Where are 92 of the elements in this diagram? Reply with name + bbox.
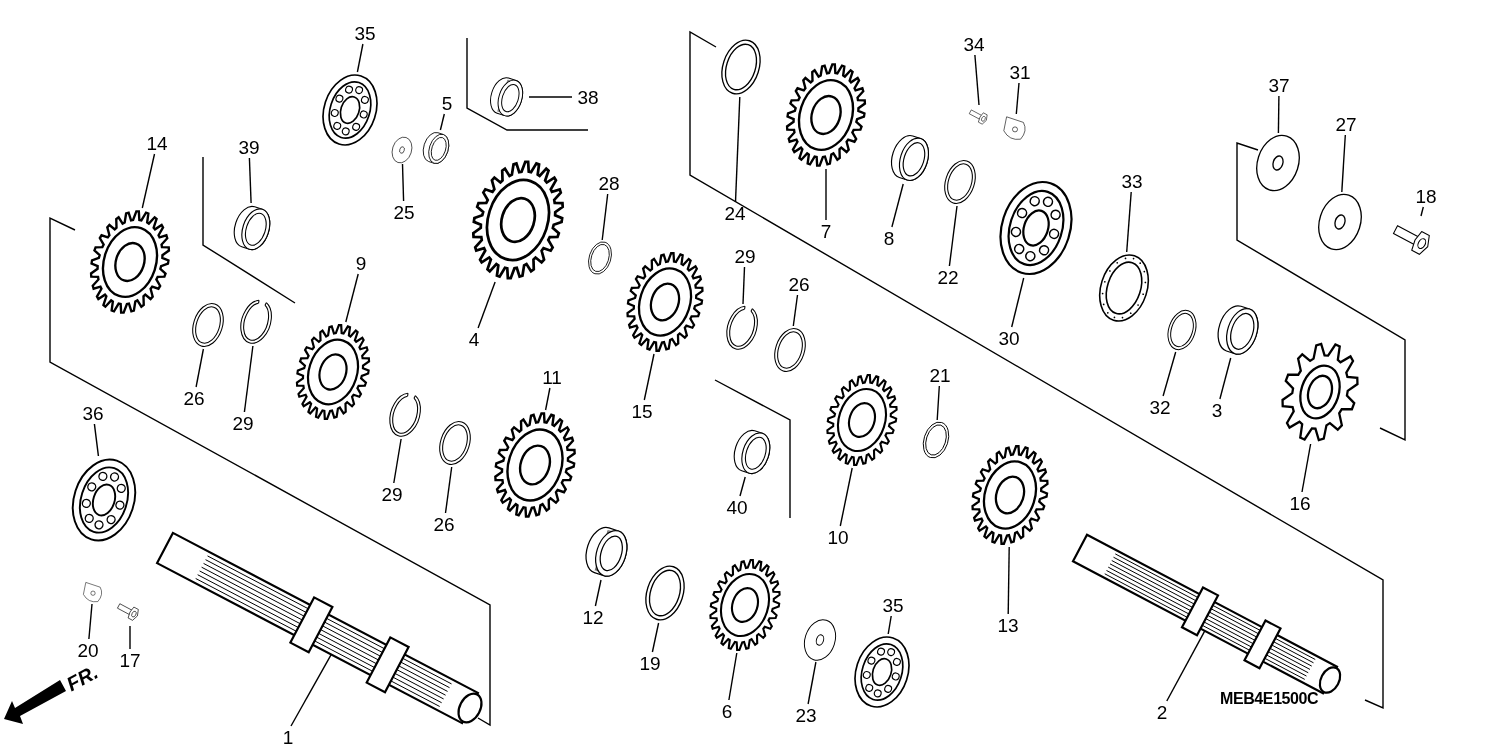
- leader-line: [948, 205, 958, 267]
- callout-number: 15: [626, 400, 658, 422]
- leader-line: [651, 622, 660, 653]
- callout-number: 23: [790, 704, 822, 726]
- callout-number: 20: [72, 639, 104, 661]
- callout-number: 16: [1284, 492, 1316, 514]
- leader-line: [887, 615, 892, 635]
- leader-line: [477, 281, 496, 329]
- callout-number: 36: [77, 402, 109, 424]
- callout-number: 35: [349, 22, 381, 44]
- leader-line: [528, 96, 573, 98]
- callout-number: 8: [879, 227, 899, 249]
- callout-number: 19: [634, 652, 666, 674]
- callout-number: 32: [1144, 396, 1176, 418]
- leader-line: [1162, 351, 1177, 397]
- leader-line: [742, 266, 746, 305]
- leader-line: [439, 113, 445, 131]
- callout-number: 3: [1207, 399, 1227, 421]
- callout-number: 11: [536, 366, 568, 388]
- leader-line: [1420, 206, 1424, 217]
- callout-number: 18: [1410, 185, 1442, 207]
- callout-number: 6: [717, 700, 737, 722]
- leader-line: [643, 353, 655, 401]
- callout-number: 27: [1330, 113, 1362, 135]
- callout-number: 9: [351, 252, 371, 274]
- callout-number: 25: [388, 201, 420, 223]
- callout-number: 13: [992, 614, 1024, 636]
- callout-number: 39: [233, 136, 265, 158]
- callout-number: 29: [376, 483, 408, 505]
- leader-line: [1301, 443, 1312, 493]
- callout-number: 12: [577, 606, 609, 628]
- callout-number: 33: [1116, 170, 1148, 192]
- callout-number: 22: [932, 266, 964, 288]
- leader-line: [141, 153, 156, 209]
- leader-line: [248, 157, 252, 204]
- leader-line: [1277, 95, 1280, 134]
- callout-number: 26: [178, 387, 210, 409]
- leader-line: [594, 579, 602, 607]
- leader-line: [1219, 357, 1232, 400]
- callout-number: 34: [958, 33, 990, 55]
- callout-number: 29: [729, 245, 761, 267]
- leader-line: [1007, 546, 1010, 615]
- leader-line: [1341, 134, 1346, 193]
- leader-line: [444, 466, 453, 514]
- leader-line: [88, 603, 93, 640]
- callout-number: 37: [1263, 74, 1295, 96]
- callout-number: 5: [437, 92, 457, 114]
- drawing-code: MEB4E1500C: [1220, 691, 1319, 707]
- leader-line: [891, 183, 904, 228]
- leader-line: [1166, 630, 1206, 702]
- front-direction-label: FR.: [63, 661, 102, 695]
- leader-line: [243, 345, 254, 413]
- leader-line: [601, 193, 609, 241]
- callout-number: 17: [114, 649, 146, 671]
- leader-line: [936, 385, 940, 421]
- callout-number: 38: [572, 86, 604, 108]
- leader-line: [734, 96, 741, 203]
- leader-line: [739, 476, 746, 497]
- leader-line: [974, 54, 980, 106]
- callout-number: 14: [141, 132, 173, 154]
- leader-line: [129, 625, 131, 650]
- callout-number: 1: [278, 726, 298, 748]
- leader-line: [839, 467, 853, 527]
- leader-line: [393, 438, 402, 484]
- leader-line: [825, 168, 827, 221]
- leader-line: [1015, 82, 1020, 115]
- leader-line: [544, 387, 551, 411]
- leader-line: [290, 653, 332, 727]
- leader-line: [401, 163, 405, 202]
- callout-number: 31: [1004, 61, 1036, 83]
- callout-number: 28: [593, 172, 625, 194]
- callout-number: 30: [993, 327, 1025, 349]
- callout-number: 21: [924, 364, 956, 386]
- callout-number: 26: [783, 273, 815, 295]
- leader-line: [1011, 277, 1025, 328]
- callout-number: 35: [877, 594, 909, 616]
- callout-number: 24: [719, 202, 751, 224]
- callout-number: 26: [428, 513, 460, 535]
- leader-line: [345, 273, 359, 323]
- leader-line: [807, 661, 817, 705]
- callout-number: 10: [822, 526, 854, 548]
- callout-number: 29: [227, 412, 259, 434]
- callout-number: 2: [1152, 701, 1172, 723]
- leader-line: [1126, 191, 1132, 253]
- callout-number: 7: [816, 220, 836, 242]
- leader-line: [93, 423, 100, 457]
- leader-line: [356, 43, 364, 73]
- leader-line: [728, 652, 738, 701]
- leader-line: [195, 348, 205, 388]
- callout-number: 40: [721, 496, 753, 518]
- leader-line: [792, 294, 799, 327]
- callout-number: 4: [464, 328, 484, 350]
